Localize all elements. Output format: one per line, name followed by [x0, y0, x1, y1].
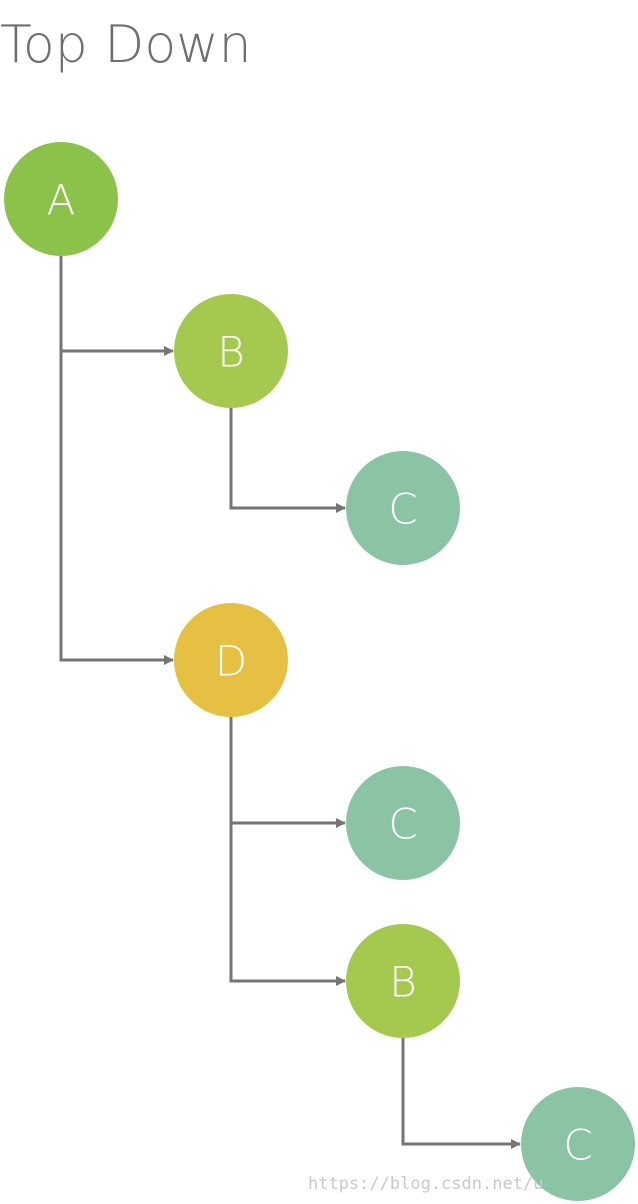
node-c-3-circle	[521, 1087, 635, 1201]
node-b: B	[174, 294, 288, 408]
nodes-layer: A B C D C B C	[4, 142, 635, 1201]
node-b-label: B	[217, 328, 245, 377]
diagram-title: Top Down	[0, 15, 252, 75]
node-c-3-label: C	[563, 1121, 592, 1170]
node-c-3: C	[521, 1087, 635, 1201]
node-c-2-label: C	[388, 800, 417, 849]
node-c-2-circle	[346, 766, 460, 880]
edge-n1-n4	[59, 256, 174, 665]
node-d: D	[174, 603, 288, 717]
node-c-label: C	[388, 485, 417, 534]
edge-n6-n7	[401, 1038, 521, 1149]
node-b-circle	[174, 294, 288, 408]
node-a-circle	[4, 142, 118, 256]
node-b-2-circle	[346, 924, 460, 1038]
node-c-2: C	[346, 766, 460, 880]
edge-n1-n2	[59, 256, 174, 356]
node-c-circle	[346, 451, 460, 565]
edge-n4-n6	[229, 717, 346, 986]
edges-layer	[59, 256, 521, 1149]
node-d-circle	[174, 603, 288, 717]
node-a: A	[4, 142, 118, 256]
watermark: https://blog.csdn.net/u	[308, 1174, 544, 1194]
node-b-2: B	[346, 924, 460, 1038]
edge-n2-n3	[229, 408, 346, 513]
node-c: C	[346, 451, 460, 565]
node-d-label: D	[215, 637, 247, 686]
edge-n4-n5	[229, 717, 346, 828]
node-a-label: A	[47, 176, 76, 225]
node-b-2-label: B	[389, 958, 417, 1007]
